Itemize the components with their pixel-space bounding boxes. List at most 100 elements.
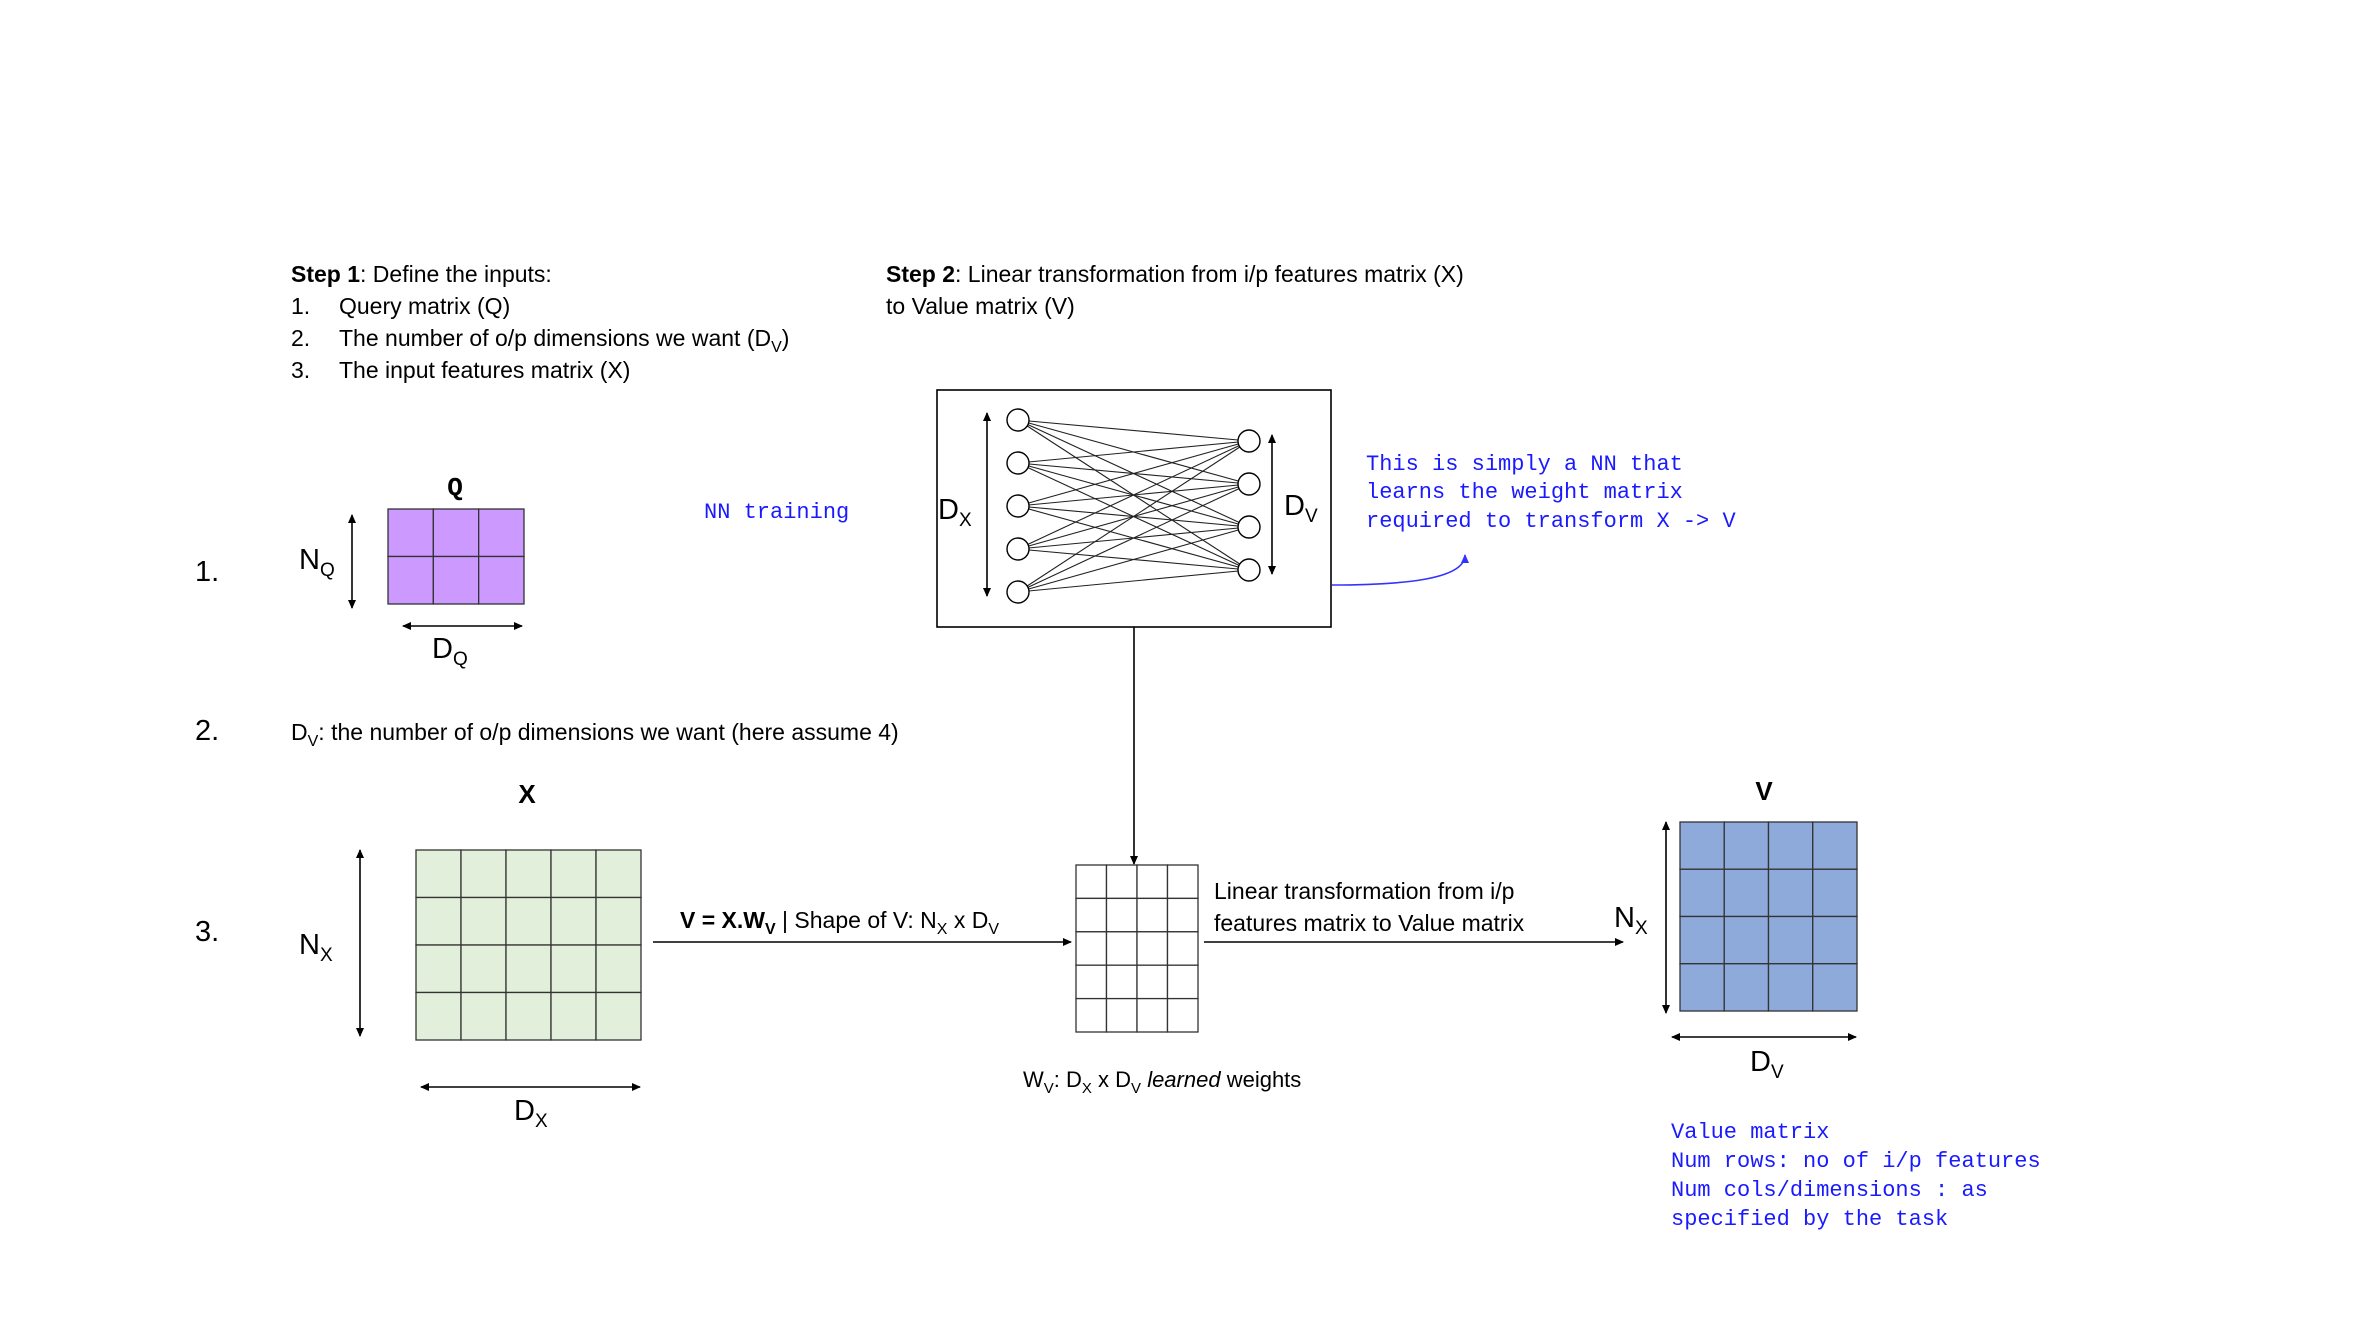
v-note-line-2: Num rows: no of i/p features [1671,1149,2041,1174]
nn-output-node [1237,515,1261,539]
v-note-line-4: specified by the task [1671,1207,1948,1232]
v-note-line-1: Value matrix [1671,1120,1829,1145]
x-matrix-cell [550,991,597,1041]
weights-matrix-cell [1105,931,1138,966]
nn-output-node [1237,429,1261,453]
v-matrix-cell [1767,915,1814,965]
v-matrix-cell [1723,868,1770,918]
x-matrix-cell [415,849,462,899]
v-note-line-3: Num cols/dimensions : as [1671,1178,1988,1203]
v-matrix [1679,821,1858,1012]
weights-matrix-cell [1075,864,1108,900]
weights-matrix-cell [1166,964,1199,1000]
step1-item-2-num: 2. [291,325,310,351]
nn-input-dim-label: DX [938,494,972,531]
nn-edge [1017,483,1250,593]
x-matrix-title: X [518,779,536,809]
v-matrix-cell [1767,868,1814,918]
step1-item-1-num: 1. [291,293,310,319]
nn-output-node [1237,558,1261,582]
v-matrix-cell [1723,821,1770,870]
x-matrix-cell [550,849,597,899]
nn-edge [1017,526,1250,593]
x-matrix-cell [505,849,552,899]
nn-edge [1017,569,1250,593]
q-matrix-cell [387,508,434,558]
v-matrix-cell [1812,868,1858,918]
x-cols-label: DX [514,1095,548,1132]
weights-matrix-cell [1075,964,1108,1000]
x-matrix-cell [415,944,462,994]
weights-matrix-cell [1166,897,1199,933]
v-cols-label: DV [1750,1046,1784,1083]
weights-matrix-cell [1105,964,1138,1000]
nn-box [936,389,1332,628]
row-number-3: 3. [195,916,219,948]
q-matrix-cell [432,508,480,558]
x-matrix-cell [505,944,552,994]
nn-edge [1017,419,1250,442]
q-matrix-cell [432,555,480,605]
x-matrix [415,849,642,1041]
nn-output-dim-label: DV [1284,490,1318,527]
x-matrix-cell [415,991,462,1041]
step1-heading: Step 1: Define the inputs: [291,261,552,287]
v-matrix-cell [1812,821,1858,870]
x-matrix-cell [460,849,507,899]
nn-input-node [1006,537,1030,561]
x-matrix-cell [505,991,552,1041]
weights-matrix-cell [1075,997,1108,1033]
weights-matrix-cell [1105,864,1138,900]
v-matrix-cell [1723,915,1770,965]
nn-edge [1017,440,1250,550]
q-matrix-cell [387,555,434,605]
nn-note-connector [1331,554,1469,586]
weights-matrix-cell [1166,931,1199,966]
v-matrix-cell [1679,915,1725,965]
v-matrix-cell [1767,963,1814,1012]
q-rows-label: NQ [299,544,335,581]
step2-heading-line2: to Value matrix (V) [886,293,1075,319]
step1-item-1: Query matrix (Q) [339,293,510,319]
nn-input-node [1006,494,1030,518]
nn-input-node [1006,408,1030,432]
q-matrix-cell [478,555,525,605]
weights-matrix-cell [1166,997,1199,1033]
weights-caption: WV: DX x DV learned weights [1023,1067,1301,1097]
v-matrix-cell [1679,963,1725,1012]
v-matrix-cell [1812,915,1858,965]
x-matrix-cell [460,944,507,994]
x-matrix-cell [550,944,597,994]
weights-matrix [1075,864,1199,1033]
nn-edge [1017,440,1250,593]
q-matrix [387,508,525,605]
row-number-2: 2. [195,715,219,747]
step1-item-3: The input features matrix (X) [339,357,630,383]
weights-matrix-cell [1136,897,1169,933]
q-matrix-cell [478,508,525,558]
weights-matrix-cell [1136,931,1169,966]
x-matrix-cell [550,896,597,946]
step1-item-3-num: 3. [291,357,310,383]
nn-note-line-1: This is simply a NN that [1366,452,1683,477]
nn-edge [1017,440,1250,464]
v-matrix-title: V [1755,776,1773,806]
nn-training-label: NN training [704,500,849,525]
nn-input-node [1006,580,1030,604]
weights-matrix-cell [1105,897,1138,933]
x-matrix-cell [595,991,642,1041]
q-cols-label: DQ [432,633,468,670]
nn-note-line-2: learns the weight matrix [1366,480,1683,505]
x-matrix-cell [415,896,462,946]
weights-matrix-cell [1075,931,1108,966]
x-matrix-cell [595,849,642,899]
v-matrix-cell [1812,963,1858,1012]
transform-label-line-2: features matrix to Value matrix [1214,910,1525,936]
q-matrix-title: Q [447,473,463,503]
row-number-1: 1. [195,556,219,588]
weights-matrix-cell [1075,897,1108,933]
weights-matrix-cell [1105,997,1138,1033]
step2-heading: Step 2: Linear transformation from i/p f… [886,261,1464,287]
v-matrix-cell [1767,821,1814,870]
